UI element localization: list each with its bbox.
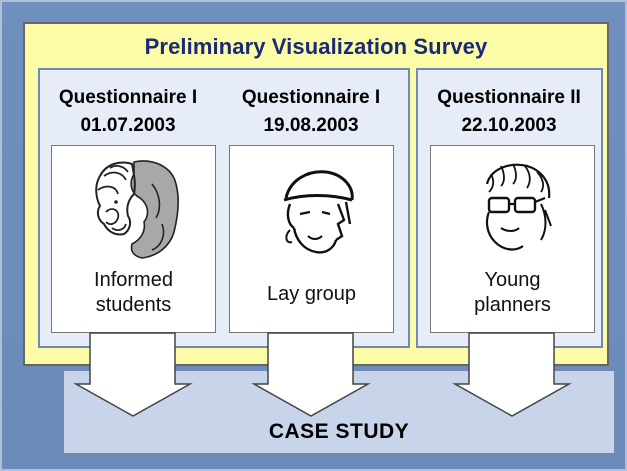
group-card-informed-students: Informed students — [51, 145, 216, 333]
group-card-young-planners: Young planners — [430, 145, 595, 333]
group-label-line-2: students — [95, 294, 172, 316]
questionnaire-label-3: Questionnaire II 22.10.2003 — [424, 84, 594, 140]
group-label-informed-students: Informed students — [52, 268, 215, 318]
group-label-line-1: Young — [484, 269, 541, 291]
questionnaire-date-3: 22.10.2003 — [461, 115, 557, 136]
group-label-young-planners: Young planners — [431, 268, 594, 318]
group-label-lay-group: Lay group — [267, 283, 356, 305]
face-cap-icon — [283, 170, 354, 254]
arrow-down-3 — [452, 332, 572, 417]
case-study-label: CASE STUDY — [268, 420, 410, 443]
group-card-lay-group: Lay group — [229, 145, 394, 333]
face-curly-hair-icon — [95, 160, 179, 259]
arrow-down-2 — [251, 332, 371, 417]
questionnaire-name-1: Questionnaire I — [58, 87, 198, 108]
questionnaire-date-1: 01.07.2003 — [80, 115, 176, 136]
group-label-line-1: Informed — [94, 269, 173, 291]
face-glasses-icon — [485, 163, 552, 251]
survey-title: Preliminary Visualization Survey — [144, 34, 488, 59]
questionnaire-label-1: Questionnaire I 01.07.2003 — [43, 84, 213, 140]
group-label-line-2: planners — [474, 294, 551, 316]
questionnaire-label-2: Questionnaire I 19.08.2003 — [226, 84, 396, 140]
questionnaire-name-2: Questionnaire I — [241, 87, 381, 108]
questionnaire-name-3: Questionnaire II — [437, 87, 581, 108]
questionnaire-date-2: 19.08.2003 — [263, 115, 359, 136]
arrow-down-1 — [73, 332, 193, 417]
